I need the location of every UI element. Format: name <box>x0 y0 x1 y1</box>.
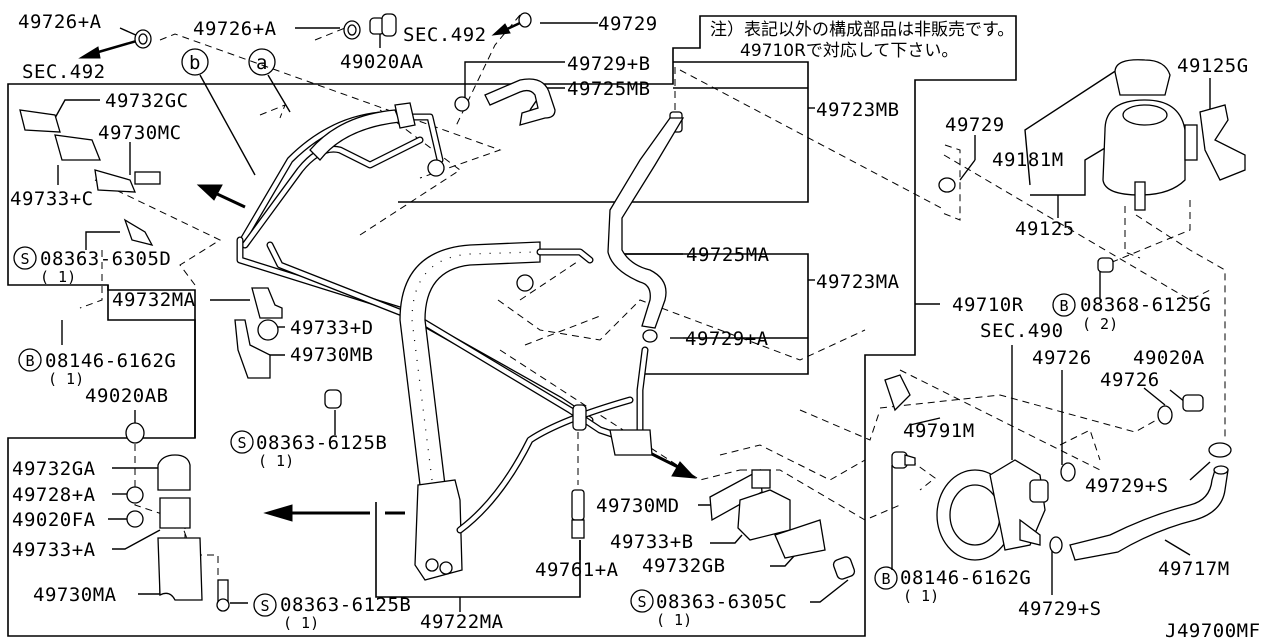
part-label-49761A[interactable]: 49761+A <box>535 559 619 581</box>
diagram-code: J49700MF <box>1165 620 1261 640</box>
part-label-49730MD[interactable]: 49730MD <box>596 495 680 517</box>
section-ref-492[interactable]: SEC.492 <box>403 24 487 46</box>
part-label-49125[interactable]: 49125 <box>1015 218 1075 240</box>
part-label-49733D[interactable]: 49733+D <box>290 317 374 339</box>
part-label-49729[interactable]: 49729 <box>598 13 658 35</box>
b-badge: B <box>25 352 34 370</box>
note-line-2: 49710Rで対応して下さい。 <box>740 41 958 61</box>
part-washers-top <box>134 12 532 49</box>
part-label-49729S[interactable]: 49729+S <box>1018 598 1102 620</box>
part-label-49723MA[interactable]: 49723MA <box>816 271 900 293</box>
callout-b: b <box>181 48 256 176</box>
part-label-49729[interactable]: 49729 <box>945 114 1005 136</box>
part-label-49020AA[interactable]: 49020AA <box>340 51 424 73</box>
callout-a: a <box>248 48 291 113</box>
section-ref-492[interactable]: SEC.492 <box>22 61 106 83</box>
badges: S B S S S B B <box>13 246 1076 617</box>
bracket-49723MA <box>620 253 809 375</box>
part-label-49125G[interactable]: 49125G <box>1177 55 1249 77</box>
part-label-49732GA[interactable]: 49732GA <box>12 458 96 480</box>
callout-a-label: a <box>256 52 268 74</box>
clamps-middle <box>571 404 653 539</box>
part-label-49732MA[interactable]: 49732MA <box>112 289 196 311</box>
s-badge: S <box>260 597 269 615</box>
parts-49730MD-group <box>709 468 856 580</box>
part-label-49732GB[interactable]: 49732GB <box>642 555 726 577</box>
b-badge: B <box>1059 297 1068 315</box>
parts-49730MA-group <box>125 422 230 612</box>
part-label-49726A[interactable]: 49726+A <box>18 11 102 33</box>
part-label-49733B[interactable]: 49733+B <box>610 531 694 553</box>
parts-49732MA-group <box>234 287 342 409</box>
note-line-1: 注）表記以外の構成部品は非販売です。 <box>710 20 1014 40</box>
part-label-49733C[interactable]: 49733+C <box>10 188 94 210</box>
part-label-49722MA[interactable]: 49722MA <box>420 611 504 633</box>
part-label-49710R[interactable]: 49710R <box>952 294 1024 316</box>
b-badge: B <box>881 570 890 588</box>
part-label-49730MB[interactable]: 49730MB <box>290 344 374 366</box>
note-box: 注）表記以外の構成部品は非販売です。 49710Rで対応して下さい。 <box>710 20 1014 61</box>
pump-sec490 <box>884 374 1076 561</box>
part-label-49791M[interactable]: 49791M <box>903 420 975 442</box>
hose-49725MA <box>607 117 685 434</box>
part-label-49729B[interactable]: 49729+B <box>567 53 651 75</box>
part-label-49730MA[interactable]: 49730MA <box>33 584 117 606</box>
part-label-49728A[interactable]: 49728+A <box>12 484 96 506</box>
part-label-08146-6162G[interactable]: 08146-6162G <box>900 567 1031 589</box>
part-label-08146-6162G[interactable]: 08146-6162G <box>45 350 176 372</box>
part-label-49729S[interactable]: 49729+S <box>1085 475 1169 497</box>
quantity-label: ( 2) <box>1082 315 1118 333</box>
assembly-guide-lines <box>79 14 1226 580</box>
fittings-right <box>1097 257 1232 458</box>
part-label-49729A[interactable]: 49729+A <box>685 328 769 350</box>
left-inner-box <box>107 285 196 438</box>
bracket-49723MB <box>398 61 809 203</box>
part-label-49020FA[interactable]: 49020FA <box>12 509 96 531</box>
parts-49732GC-49730MC <box>19 109 161 246</box>
part-label-49725MB[interactable]: 49725MB <box>567 78 651 100</box>
s-badge: S <box>637 593 646 611</box>
quantity-label: ( 1) <box>48 370 84 388</box>
part-label-49726[interactable]: 49726 <box>1100 369 1160 391</box>
part-label-49726A[interactable]: 49726+A <box>193 18 277 40</box>
part-label-49726[interactable]: 49726 <box>1032 347 1092 369</box>
part-label-49730MC[interactable]: 49730MC <box>98 122 182 144</box>
part-label-49732GC[interactable]: 49732GC <box>105 90 189 112</box>
quantity-label: ( 1) <box>903 587 939 605</box>
part-label-49717M[interactable]: 49717M <box>1158 558 1230 580</box>
section-ref-490[interactable]: SEC.490 <box>980 320 1064 342</box>
hose-49725MB <box>454 78 683 133</box>
part-label-49725MA[interactable]: 49725MA <box>686 244 770 266</box>
part-label-49020AB[interactable]: 49020AB <box>85 385 169 407</box>
callout-b-label: b <box>189 52 201 74</box>
part-label-08363-6305D[interactable]: 08363-6305D <box>40 248 171 270</box>
reservoir-49125 <box>938 59 1246 211</box>
part-label-08368-6125G[interactable]: 08368-6125G <box>1080 294 1211 316</box>
pressure-tubes <box>236 102 634 444</box>
quantity-label: ( 1) <box>40 268 76 286</box>
s-badge: S <box>237 434 246 452</box>
quantity-label: ( 1) <box>283 614 319 632</box>
part-label-49733A[interactable]: 49733+A <box>12 539 96 561</box>
part-label-49020A[interactable]: 49020A <box>1133 347 1205 369</box>
hose-49717M <box>1049 465 1229 561</box>
part-label-49181M[interactable]: 49181M <box>992 149 1064 171</box>
part-label-08363-6125B[interactable]: 08363-6125B <box>256 432 387 454</box>
direction-arrows <box>78 21 697 522</box>
hose-49722MA <box>399 241 634 581</box>
s-badge: S <box>20 250 29 268</box>
quantity-label: ( 1) <box>656 611 692 629</box>
part-label-08363-6305C[interactable]: 08363-6305C <box>656 591 787 613</box>
quantity-label: ( 1) <box>258 452 294 470</box>
part-labels: 49726+A SEC.492 49726+A 49020AA SEC.492 … <box>10 11 1261 640</box>
part-label-08363-6125B[interactable]: 08363-6125B <box>280 594 411 616</box>
part-label-49723MB[interactable]: 49723MB <box>816 99 900 121</box>
bracket-49722MA <box>375 502 581 598</box>
